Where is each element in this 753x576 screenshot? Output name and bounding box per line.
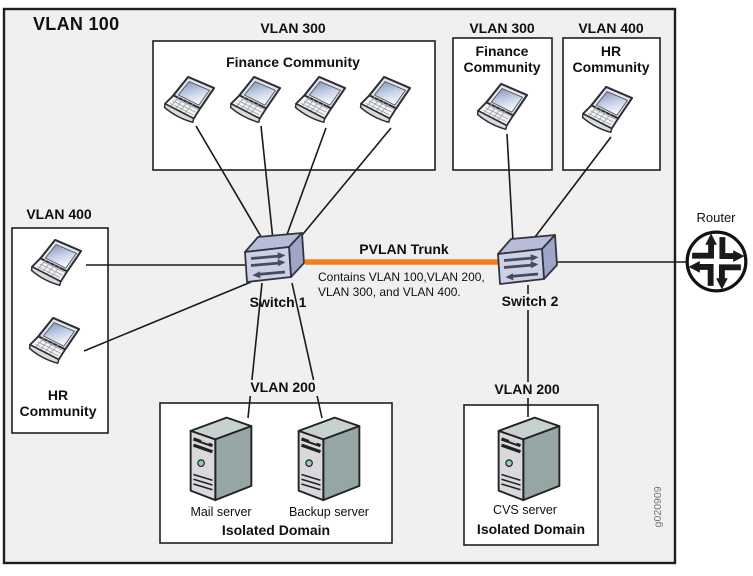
trunk-desc-line2: VLAN 300, and VLAN 400. — [318, 285, 461, 299]
finance-main-title: Finance Community — [226, 54, 360, 70]
isolated-domain-right-title: Isolated Domain — [476, 521, 586, 537]
mail-server-label: Mail server — [190, 505, 252, 519]
hr-main-title: HR Community — [19, 387, 97, 419]
connection-line — [506, 133, 514, 242]
connection-line — [260, 125, 274, 241]
trunk-desc-line1: Contains VLAN 100,VLAN 200, — [318, 270, 485, 284]
hr-remote-vlan-label: VLAN 400 — [578, 20, 644, 36]
connection-line — [297, 127, 392, 241]
finance-main-vlan-label: VLAN 300 — [260, 20, 326, 36]
finance-remote-title: Finance Community — [463, 43, 541, 75]
vlan100-title: VLAN 100 — [33, 14, 120, 34]
vlan200-left-label: VLAN 200 — [246, 379, 320, 396]
connection-line — [83, 281, 252, 352]
pvlan-trunk-label: PVLAN Trunk — [359, 241, 449, 257]
vlan200-right-label: VLAN 200 — [490, 381, 564, 398]
router-icon — [687, 232, 746, 291]
switch2-label: Switch 2 — [497, 293, 563, 310]
pvlan-trunk-description: Contains VLAN 100,VLAN 200, VLAN 300, an… — [318, 270, 485, 300]
backup-server-icon — [297, 415, 361, 502]
hr-remote-title: HR Community — [572, 43, 650, 75]
mail-server-icon — [189, 415, 253, 502]
switch1-label: Switch 1 — [249, 294, 307, 310]
cvs-server-icon — [497, 415, 561, 502]
isolated-domain-left-title: Isolated Domain — [221, 522, 331, 538]
connection-line — [531, 136, 612, 242]
connection-line — [195, 125, 264, 241]
cvs-server-label: CVS server — [493, 503, 557, 517]
finance-remote-vlan-label: VLAN 300 — [469, 20, 535, 36]
router-label: Router — [696, 210, 736, 225]
backup-server-label: Backup server — [289, 505, 369, 519]
figure-id: g020909 — [652, 486, 665, 528]
hr-main-vlan-label: VLAN 400 — [26, 206, 92, 222]
connection-line — [284, 127, 327, 241]
